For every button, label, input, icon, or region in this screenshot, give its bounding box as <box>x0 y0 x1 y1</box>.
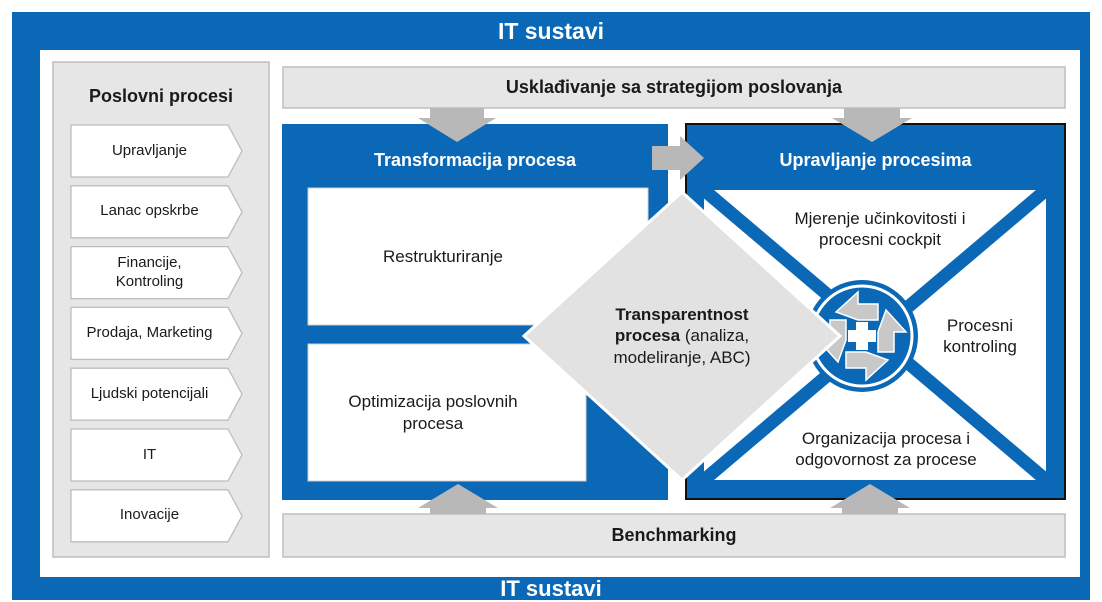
benchmarking-bar <box>282 513 1066 558</box>
it-systems-bottom-label: IT sustavi <box>500 575 602 601</box>
process-controlling-label: Procesni kontroling <box>943 315 1017 356</box>
organization-label: Organizacija procesa i odgovornost za pr… <box>795 428 977 469</box>
transparency-rest-text: (analiza, modeliranje, ABC) <box>613 326 751 367</box>
strategy-bar <box>282 66 1066 109</box>
process-chevron <box>70 428 243 482</box>
process-chevron <box>70 185 243 239</box>
optimization-label: Optimizacija poslovnih procesa <box>348 392 518 433</box>
process-item-label: Inovacije <box>119 506 180 524</box>
process-chevron <box>70 124 243 178</box>
restructuring-label: Restrukturiranje <box>383 246 503 266</box>
process-item-label: IT <box>142 445 157 463</box>
transparency-label: Transparentnost procesa (analiza, modeli… <box>572 288 792 384</box>
arrow-right <box>652 136 704 180</box>
process-chevron <box>70 245 243 300</box>
it-systems-top-label: IT sustavi <box>497 17 605 44</box>
measurement-label: Mjerenje učinkovitosti i procesni cockpi… <box>794 208 966 249</box>
process-item-label: Prodaja, Marketing <box>86 324 213 342</box>
arrow-up-right <box>830 484 910 514</box>
process-chevron <box>70 306 243 361</box>
optimization-box <box>307 343 587 482</box>
management-title: Upravljanje procesima <box>779 149 972 170</box>
process-item-label: Ljudski potencijali <box>90 384 209 402</box>
process-chevron <box>70 489 243 543</box>
process-item-label: Upravljanje <box>111 141 188 159</box>
arrow-down-right <box>832 108 912 142</box>
benchmarking-label: Benchmarking <box>611 525 737 546</box>
transformation-title: Transformacija procesa <box>373 149 577 170</box>
process-chevron <box>70 367 243 421</box>
business-processes-title: Poslovni procesi <box>88 85 234 106</box>
arrow-down-left <box>418 108 496 142</box>
transparency-diamond <box>521 189 843 483</box>
process-item-label: Financije, Kontroling <box>115 253 184 290</box>
strategy-alignment-label: Usklađivanje sa strategijom poslovanja <box>505 77 843 98</box>
arrow-up-left <box>418 484 498 514</box>
process-chevrons <box>70 124 243 543</box>
transparency-bold-text: Transparentnost procesa <box>614 305 749 346</box>
process-item-label: Lanac opskrbe <box>100 202 199 220</box>
